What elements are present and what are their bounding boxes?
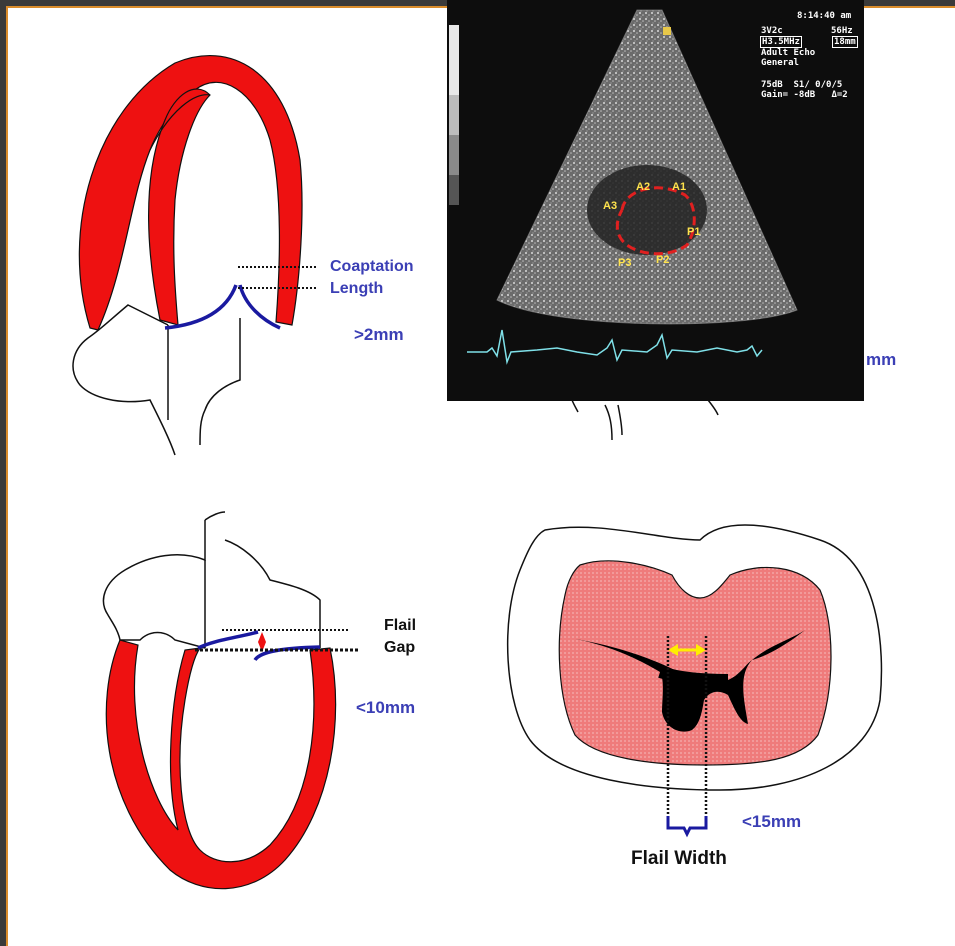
flail-width-threshold: <15mm	[742, 812, 801, 832]
flail-width-label: Flail Width	[631, 848, 727, 870]
